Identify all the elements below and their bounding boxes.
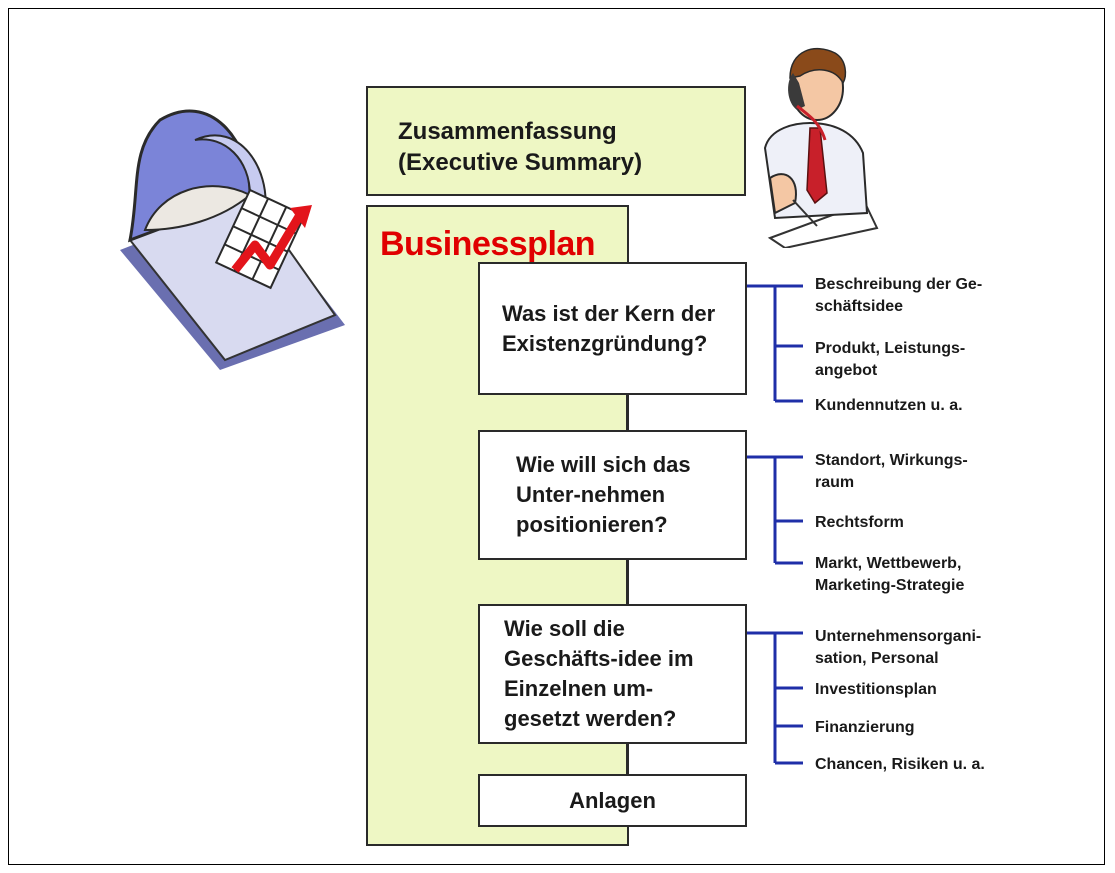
item-chancen: Chancen, Risiken u. a. — [815, 756, 985, 773]
item-rechtsform: Rechtsform — [815, 514, 904, 531]
item-kundennutzen: Kundennutzen u. a. — [815, 397, 963, 414]
businessman-phone-clipart-icon — [763, 48, 879, 248]
question-box-implementation: Wie soll die Geschäfts-idee im Einzelnen… — [478, 604, 747, 744]
item-geschaeftsidee: Beschreibung der Ge- schäftsidee — [815, 276, 983, 315]
appendix-box: Anlagen — [478, 774, 747, 827]
center-connector-line — [626, 395, 628, 775]
executive-summary-box: Zusammenfassung (Executive Summary) — [366, 86, 746, 196]
item-markt: Markt, Wettbewerb, Marketing-Strategie — [815, 555, 965, 594]
executive-summary-title: Zusammenfassung (Executive Summary) — [398, 118, 643, 176]
businessplan-title: Businessplan — [380, 225, 596, 263]
item-standort: Standort, Wirkungs- raum — [815, 452, 968, 491]
item-investitionsplan: Investitionsplan — [815, 681, 937, 698]
question-text-positioning: Wie will sich das Unter-nehmen positioni… — [516, 452, 691, 537]
item-organisation: Unternehmensorgani- sation, Personal — [815, 628, 982, 667]
question-text-core: Was ist der Kern der Existenzgründung? — [502, 300, 716, 356]
newspaper-chart-clipart-icon — [120, 109, 345, 370]
question-text-implementation: Wie soll die Geschäfts-idee im Einzelnen… — [504, 616, 694, 731]
appendix-label: Anlagen — [569, 787, 656, 813]
question-box-positioning: Wie will sich das Unter-nehmen positioni… — [478, 430, 747, 560]
item-produkt: Produkt, Leistungs- angebot — [815, 340, 966, 379]
item-finanzierung: Finanzierung — [815, 719, 915, 736]
question-box-core: Was ist der Kern der Existenzgründung? — [478, 262, 747, 395]
